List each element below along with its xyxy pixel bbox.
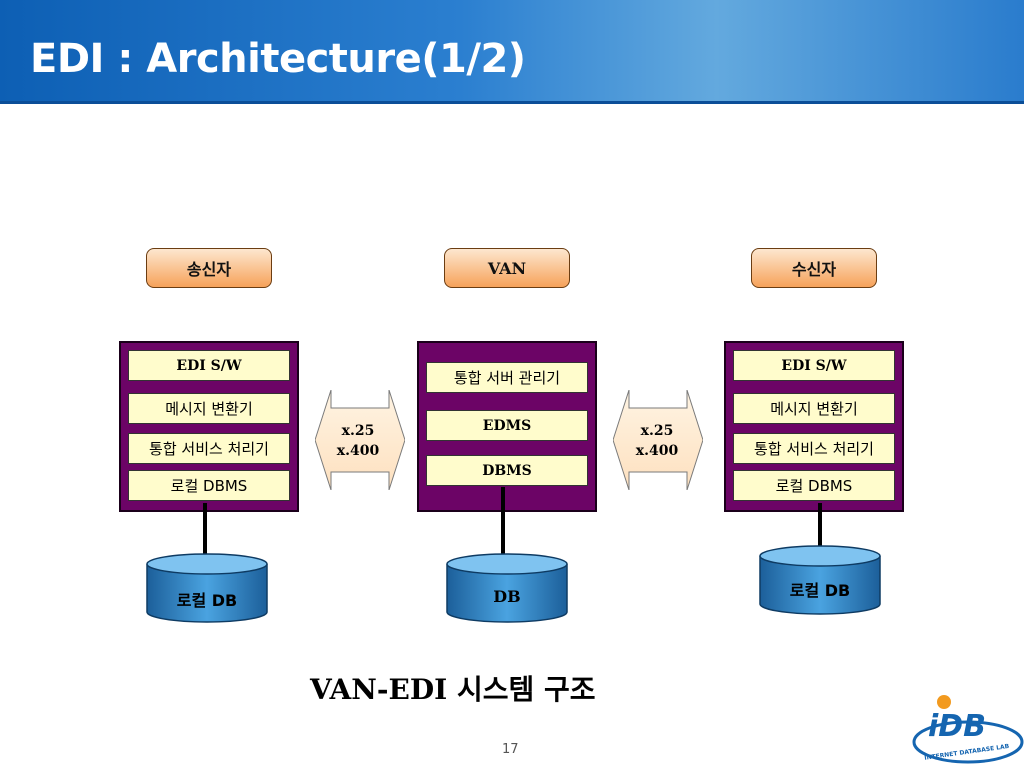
- receiver-role-box: 수신자: [751, 248, 877, 288]
- svg-text:iDB: iDB: [928, 709, 986, 744]
- page-number: 17: [502, 742, 519, 757]
- left-double-arrow: [315, 390, 405, 490]
- receiver-edi-sw: EDI S/W: [733, 350, 895, 381]
- sender-local-dbms: 로컬 DBMS: [128, 470, 290, 501]
- right-double-arrow: [613, 390, 703, 490]
- idb-logo: iDB INTERNET DATABASE LAB: [912, 695, 1024, 764]
- right-link-x25: x.25: [640, 423, 674, 439]
- receiver-db-connector: [818, 503, 822, 551]
- sender-db-connector: [203, 503, 207, 555]
- title-banner: [0, 0, 1024, 104]
- van-dbms: DBMS: [426, 455, 588, 486]
- slide-title: EDI : Architecture(1/2): [30, 36, 526, 82]
- van-role-box: VAN: [444, 248, 570, 288]
- van-database-label: DB: [493, 587, 521, 606]
- van-edms: EDMS: [426, 410, 588, 441]
- sender-edi-sw: EDI S/W: [128, 350, 290, 381]
- van-db-connector: [501, 487, 505, 555]
- sender-service-processor: 통합 서비스 처리기: [128, 433, 290, 464]
- right-link-x400: x.400: [635, 443, 679, 459]
- receiver-database-label: 로컬 DB: [789, 581, 851, 600]
- sender-role-box: 송신자: [146, 248, 272, 288]
- receiver-local-dbms: 로컬 DBMS: [733, 470, 895, 501]
- receiver-message-converter: 메시지 변환기: [733, 393, 895, 424]
- left-link-x25: x.25: [341, 423, 375, 439]
- sender-database-icon: [146, 553, 268, 623]
- van-database-icon: [446, 553, 568, 623]
- left-link-x400: x.400: [336, 443, 380, 459]
- receiver-service-processor: 통합 서비스 처리기: [733, 433, 895, 464]
- sender-message-converter: 메시지 변환기: [128, 393, 290, 424]
- van-server-manager: 통합 서버 관리기: [426, 362, 588, 393]
- diagram-caption: VAN-EDI 시스템 구조: [310, 673, 596, 706]
- sender-database-label: 로컬 DB: [176, 591, 238, 610]
- receiver-database-icon: [759, 545, 881, 615]
